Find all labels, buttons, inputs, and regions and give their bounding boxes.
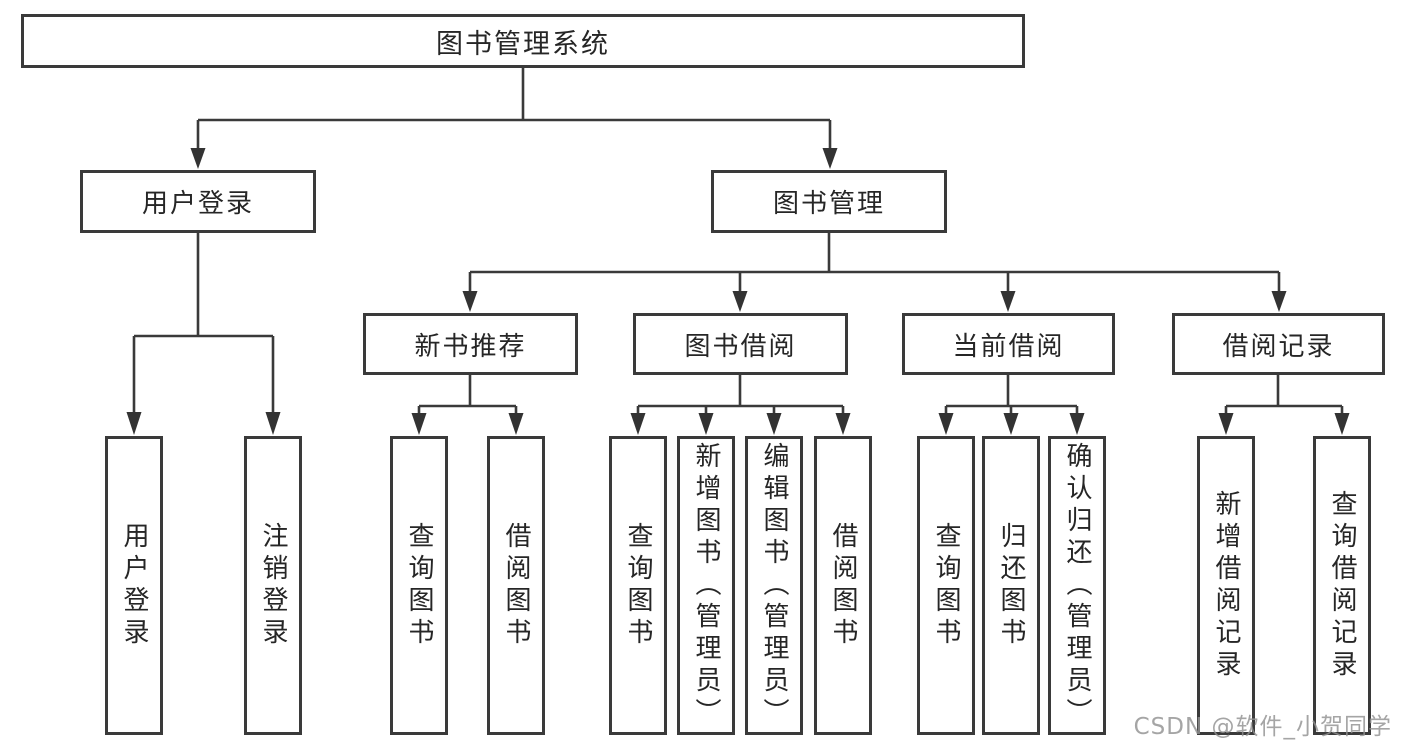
connector-book-management <box>462 233 1287 312</box>
node-label: 注销登录 <box>258 521 288 650</box>
node-current-borrowing: 当前借阅 <box>902 313 1115 375</box>
arrowhead <box>630 413 646 435</box>
connector-current-borrowing <box>938 375 1085 435</box>
node-label: 借阅记录 <box>1222 331 1335 362</box>
arrowhead <box>265 412 281 435</box>
arrowhead <box>1334 413 1350 435</box>
leaf-add-book-admin: 新增图书（管理员） <box>677 436 735 735</box>
node-book-borrowing: 图书借阅 <box>633 313 848 375</box>
node-new-book-recommend: 新书推荐 <box>363 313 578 375</box>
arrowhead <box>462 291 478 312</box>
arrowhead <box>1271 291 1287 312</box>
node-user-login: 用户登录 <box>80 170 316 233</box>
node-label: 查询图书 <box>931 521 961 650</box>
node-label: 查询借阅记录 <box>1327 489 1357 682</box>
node-label: 编辑图书（管理员） <box>759 441 789 730</box>
node-label: 当前借阅 <box>952 331 1065 362</box>
connector-new-book-recommend <box>411 375 524 435</box>
arrowhead <box>126 412 142 435</box>
leaf-return-books: 归还图书 <box>982 436 1040 735</box>
node-label: 查询图书 <box>404 521 434 650</box>
leaf-query-books-1: 查询图书 <box>390 436 448 735</box>
leaf-user-login: 用户登录 <box>105 436 163 735</box>
arrowhead <box>1218 413 1234 435</box>
node-label: 确认归还（管理员） <box>1062 441 1092 730</box>
node-label: 用户登录 <box>141 189 254 219</box>
node-label: 新增图书（管理员） <box>691 441 721 730</box>
connector-root <box>190 68 838 169</box>
connector-book-borrowing <box>630 375 851 435</box>
node-borrow-records: 借阅记录 <box>1172 313 1385 375</box>
connector-user-login <box>126 233 281 435</box>
arrowhead <box>1003 413 1019 435</box>
csdn-watermark: CSDN @软件_小贺同学 <box>1133 714 1392 740</box>
node-label: 用户登录 <box>119 521 149 650</box>
node-label: 新增借阅记录 <box>1211 489 1241 682</box>
arrowhead <box>822 148 838 169</box>
node-book-management: 图书管理 <box>711 170 947 233</box>
node-label: 借阅图书 <box>501 521 531 650</box>
arrowhead <box>508 413 524 435</box>
leaf-query-books-2: 查询图书 <box>609 436 667 735</box>
leaf-confirm-return-admin: 确认归还（管理员） <box>1048 436 1106 735</box>
arrowhead <box>732 291 748 312</box>
node-label: 归还图书 <box>996 521 1026 650</box>
leaf-logout: 注销登录 <box>244 436 302 735</box>
leaf-add-borrow-record: 新增借阅记录 <box>1197 436 1255 735</box>
arrowhead <box>766 413 782 435</box>
node-label: 图书借阅 <box>684 331 797 362</box>
arrowhead <box>411 413 427 435</box>
node-label: 图书管理系统 <box>436 28 610 60</box>
leaf-edit-book-admin: 编辑图书（管理员） <box>745 436 803 735</box>
arrowhead <box>938 413 954 435</box>
leaf-borrow-books-1: 借阅图书 <box>487 436 545 735</box>
node-root: 图书管理系统 <box>21 14 1025 68</box>
node-label: 查询图书 <box>623 521 653 650</box>
leaf-query-books-3: 查询图书 <box>917 436 975 735</box>
connector-borrow-records <box>1218 375 1350 435</box>
node-label: 图书管理 <box>772 189 885 219</box>
arrowhead <box>1000 291 1016 312</box>
arrowhead <box>190 148 206 169</box>
leaf-query-borrow-record: 查询借阅记录 <box>1313 436 1371 735</box>
arrowhead <box>1069 413 1085 435</box>
node-label: 借阅图书 <box>828 521 858 650</box>
leaf-borrow-books-2: 借阅图书 <box>814 436 872 735</box>
node-label: 新书推荐 <box>414 331 527 362</box>
arrowhead <box>835 413 851 435</box>
arrowhead <box>698 413 714 435</box>
